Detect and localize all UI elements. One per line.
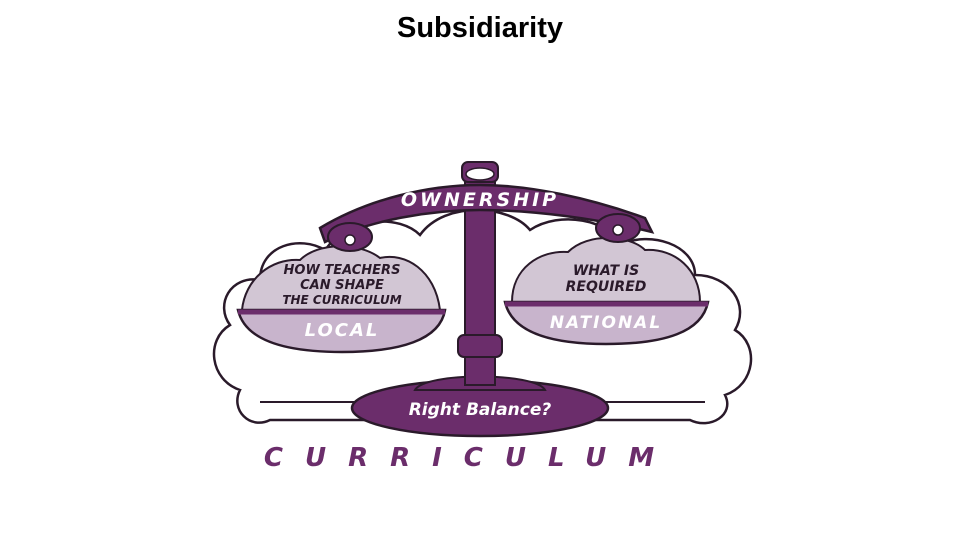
left-pan [236, 308, 447, 354]
beam-label: OWNERSHIP [401, 189, 559, 211]
right-pan-label: NATIONAL [550, 313, 662, 333]
left-heap-line-2: CAN SHAPE [300, 278, 384, 293]
right-heap-line-2: REQUIRED [566, 279, 647, 295]
left-heap-line-1: HOW TEACHERS [284, 263, 401, 278]
right-heap-line-1: WHAT IS [573, 263, 639, 279]
left-heap-line-3: THE CURRICULUM [282, 293, 401, 307]
left-pan-label: LOCAL [305, 320, 380, 341]
curriculum-balance-illustration: OWNERSHIP HOW TEACHERS CAN SHAPE THE CUR… [200, 140, 760, 475]
base-label: Right Balance? [409, 400, 552, 420]
right-pan [503, 300, 710, 346]
scale-beam [318, 183, 655, 244]
slide-title: Subsidiarity [397, 12, 563, 44]
footer-label: CURRICULUM [264, 443, 676, 473]
